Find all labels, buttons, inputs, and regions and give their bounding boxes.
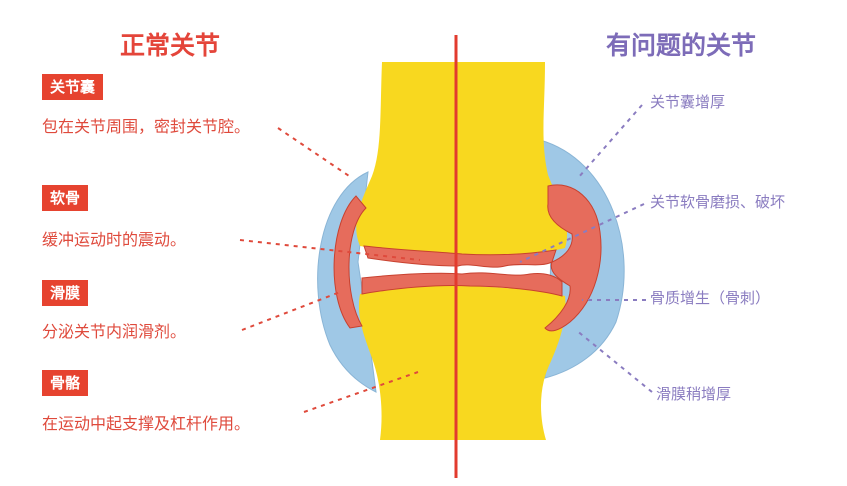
upper-bone: [356, 62, 568, 256]
desc-capsule: 包在关节周围，密封关节腔。: [42, 117, 251, 136]
badge-synovium: 滑膜: [42, 280, 89, 306]
synovium-left: [333, 195, 367, 329]
pointer-line-capsule-thick: [577, 104, 643, 179]
lower-bone: [358, 285, 566, 440]
pointer-line-synovium-thick: [575, 329, 653, 393]
pointer-line-cartilage: [239, 239, 421, 261]
label-capsule-thickened: 关节囊增厚: [650, 93, 726, 111]
title-normal-joint: 正常关节: [120, 31, 221, 60]
title-problem-joint: 有问题的关节: [606, 31, 757, 60]
upper-cartilage: [363, 245, 557, 268]
synovium-right: [544, 184, 602, 332]
pointer-line-bone: [303, 371, 419, 413]
badge-bone: 骨骼: [42, 370, 89, 396]
pointer-line-capsule: [277, 127, 353, 179]
label-bone-spur: 骨质增生（骨刺）: [650, 289, 771, 307]
desc-cartilage: 缓冲运动时的震动。: [42, 230, 187, 249]
desc-synovium: 分泌关节内润滑剂。: [42, 322, 187, 341]
desc-bone: 在运动中起支撑及杠杆作用。: [42, 414, 251, 433]
label-synovium-thickened: 滑膜稍增厚: [656, 385, 732, 403]
badge-cartilage: 软骨: [42, 185, 89, 211]
badge-capsule: 关节囊: [42, 74, 104, 100]
lower-cartilage: [361, 272, 563, 297]
label-cartilage-worn: 关节软骨磨损、破坏: [650, 193, 786, 211]
